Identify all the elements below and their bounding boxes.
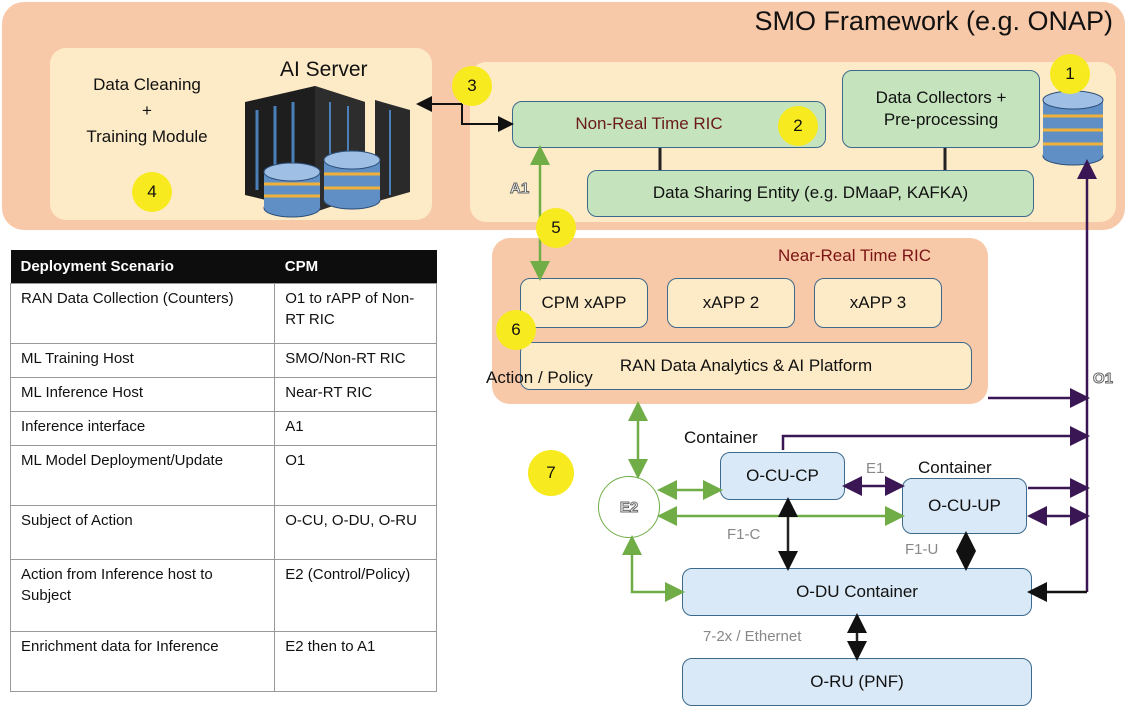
smo-title: SMO Framework (e.g. ONAP)	[754, 6, 1113, 36]
table-cell-cpm: O-CU, O-DU, O-RU	[274, 505, 437, 560]
ocu-cp-label: O-CU-CP	[746, 465, 819, 485]
ai-server-title: AI Server	[280, 58, 368, 81]
collector-database-icon	[1042, 90, 1104, 166]
fronthaul-label: 7-2x / Ethernet	[703, 628, 802, 645]
table-row: RAN Data Collection (Counters)O1 to rAPP…	[9, 283, 437, 344]
table-cell-cpm: Near-RT RIC	[274, 377, 437, 412]
xapp3-box: xAPP 3	[814, 278, 942, 328]
analytics-label: RAN Data Analytics & AI Platform	[619, 355, 873, 375]
table-cell-cpm: A1	[274, 411, 437, 446]
step-7-circle: 7	[528, 450, 574, 496]
e1-label: E1	[866, 460, 885, 477]
table-cell-cpm: E2 then to A1	[274, 631, 437, 692]
near-rt-ric-title: Near-Real Time RIC	[778, 246, 932, 265]
table-cell-cpm: O1	[274, 445, 437, 506]
ocu-up-label: O-CU-UP	[928, 495, 1001, 515]
non-rt-ric-box: Non-Real Time RIC	[512, 101, 826, 148]
step-4-circle: 4	[132, 172, 172, 212]
table-header-scenario: Deployment Scenario	[10, 250, 275, 284]
cpm-xapp-box: CPM xAPP	[520, 278, 648, 328]
table-header-cpm: CPM	[274, 250, 437, 284]
training-module-label: Data Cleaning + Training Module	[62, 72, 232, 150]
analytics-platform-box: RAN Data Analytics & AI Platform	[520, 342, 972, 390]
plus-text: +	[142, 101, 152, 120]
table-cell-scenario: RAN Data Collection (Counters)	[9, 283, 276, 344]
training-module-text: Training Module	[86, 127, 208, 146]
odu-container-box: O-DU Container	[682, 568, 1032, 616]
xapp2-label: xAPP 2	[702, 292, 760, 312]
oru-box: O-RU (PNF)	[682, 658, 1032, 706]
deployment-table-wrapper: Deployment Scenario CPM RAN Data Collect…	[9, 250, 437, 692]
deployment-table: Deployment Scenario CPM RAN Data Collect…	[9, 250, 437, 692]
data-sharing-box: Data Sharing Entity (e.g. DMaaP, KAFKA)	[587, 170, 1034, 217]
step-3-circle: 3	[452, 66, 492, 106]
ocu-up-box: O-CU-UP	[902, 478, 1027, 534]
collectors-line1: Data Collectors +	[875, 87, 1007, 107]
table-header-row: Deployment Scenario CPM	[10, 250, 437, 284]
container-up-label: Container	[918, 458, 992, 477]
cpm-xapp-label: CPM xAPP	[541, 292, 627, 312]
table-cell-scenario: ML Training Host	[9, 343, 276, 378]
table-cell-scenario: Enrichment data for Inference	[9, 631, 276, 692]
table-cell-scenario: ML Inference Host	[9, 377, 276, 412]
non-rt-ric-label: Non-Real Time RIC	[575, 114, 723, 134]
xapp2-box: xAPP 2	[667, 278, 795, 328]
e2-label: E2	[619, 498, 639, 516]
table-cell-scenario: Subject of Action	[9, 505, 276, 560]
odu-label: O-DU Container	[796, 581, 918, 601]
table-cell-scenario: Inference interface	[9, 411, 276, 446]
step-6-circle: 6	[496, 310, 536, 350]
step-5-circle: 5	[536, 208, 576, 248]
table-cell-cpm: O1 to rAPP of Non-RT RIC	[274, 283, 437, 344]
step-2-circle: 2	[778, 106, 818, 146]
data-collectors-box: Data Collectors + Pre-processing	[842, 70, 1040, 148]
table-cell-cpm: SMO/Non-RT RIC	[274, 343, 437, 378]
a1-label: A1	[509, 180, 530, 198]
xapp3-label: xAPP 3	[849, 292, 907, 312]
f1c-label: F1-C	[727, 526, 761, 543]
data-cleaning-text: Data Cleaning	[93, 75, 201, 94]
database-icon	[263, 150, 381, 218]
action-policy-label: Action / Policy	[486, 368, 593, 387]
oru-label: O-RU (PNF)	[810, 671, 904, 691]
f1u-label: F1-U	[905, 541, 939, 558]
data-sharing-label: Data Sharing Entity (e.g. DMaaP, KAFKA)	[652, 183, 969, 203]
o1-label: O1	[1092, 370, 1114, 388]
container-cp-label: Container	[684, 428, 758, 447]
step-1-circle: 1	[1050, 54, 1090, 94]
table-cell-cpm: E2 (Control/Policy)	[274, 559, 437, 632]
ocu-cp-box: O-CU-CP	[720, 452, 845, 500]
table-cell-scenario: ML Model Deployment/Update	[9, 445, 276, 506]
collectors-line2: Pre-processing	[883, 110, 999, 129]
table-cell-scenario: Action from Inference host to Subject	[9, 559, 276, 632]
